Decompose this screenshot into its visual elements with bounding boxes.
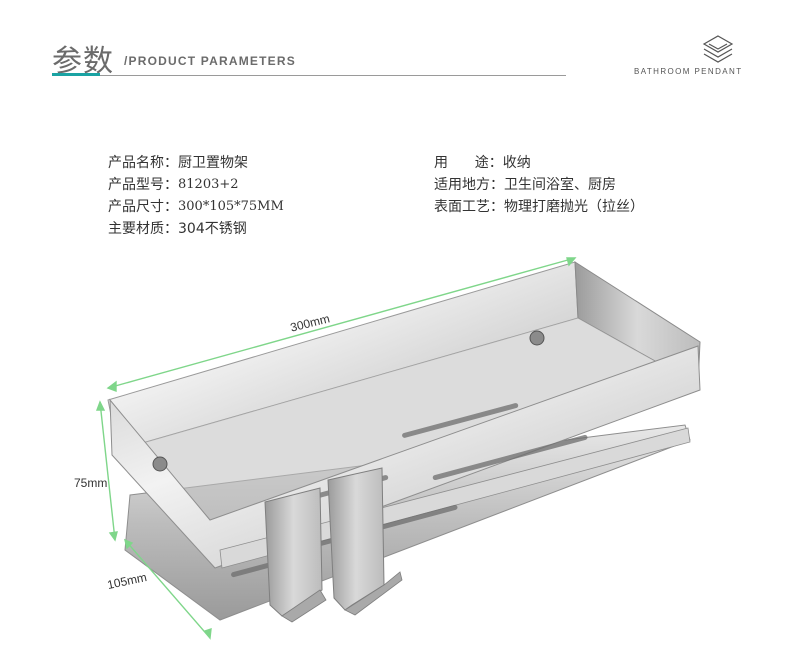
param-value: 收纳 [502, 155, 531, 171]
product-illustration [95, 257, 701, 640]
param-label: 表面工艺： [434, 199, 504, 215]
header-accent-bar [52, 73, 100, 76]
param-label: 用 途： [434, 155, 503, 171]
param-row: 主要材质：304不锈钢 [108, 218, 284, 240]
stacked-layers-icon [702, 35, 734, 63]
param-row: 产品名称：厨卫置物架 [108, 152, 284, 174]
tray-floor [118, 318, 698, 535]
tray-front-wall [109, 345, 701, 569]
param-value: 300*105*75MM [178, 199, 284, 214]
section-header: 参数 /PRODUCT PARAMETERS BATHROOM PENDANT [0, 0, 790, 100]
screw [529, 330, 545, 346]
params-left: 产品名称：厨卫置物架 产品型号：81203+2 产品尺寸：300*105*75M… [108, 152, 284, 240]
param-row: 适用地方：卫生间浴室、厨房 [434, 174, 644, 196]
section-title-en: /PRODUCT PARAMETERS [124, 54, 296, 68]
param-value: 卫生间浴室、厨房 [504, 177, 616, 193]
param-label: 主要材质： [108, 221, 178, 237]
param-value: 304不锈钢 [178, 221, 247, 237]
brand-label: BATHROOM PENDANT [634, 67, 743, 76]
screw [152, 456, 168, 472]
param-row: 产品型号：81203+2 [108, 174, 284, 196]
param-label: 产品尺寸： [108, 199, 178, 215]
param-value: 81203+2 [178, 177, 239, 192]
param-label: 产品型号： [108, 177, 178, 193]
param-value: 物理打磨抛光（拉丝） [504, 199, 644, 215]
param-row: 用 途：收纳 [434, 152, 644, 174]
hook-pair [264, 467, 403, 623]
params-right: 用 途：收纳 适用地方：卫生间浴室、厨房 表面工艺：物理打磨抛光（拉丝） [434, 152, 644, 218]
param-row: 表面工艺：物理打磨抛光（拉丝） [434, 196, 644, 218]
param-label: 适用地方： [434, 177, 504, 193]
header-divider [52, 75, 566, 76]
param-value: 厨卫置物架 [178, 155, 248, 171]
param-row: 产品尺寸：300*105*75MM [108, 196, 284, 218]
dimension-height: 75mm [74, 476, 108, 490]
param-label: 产品名称： [108, 155, 178, 171]
